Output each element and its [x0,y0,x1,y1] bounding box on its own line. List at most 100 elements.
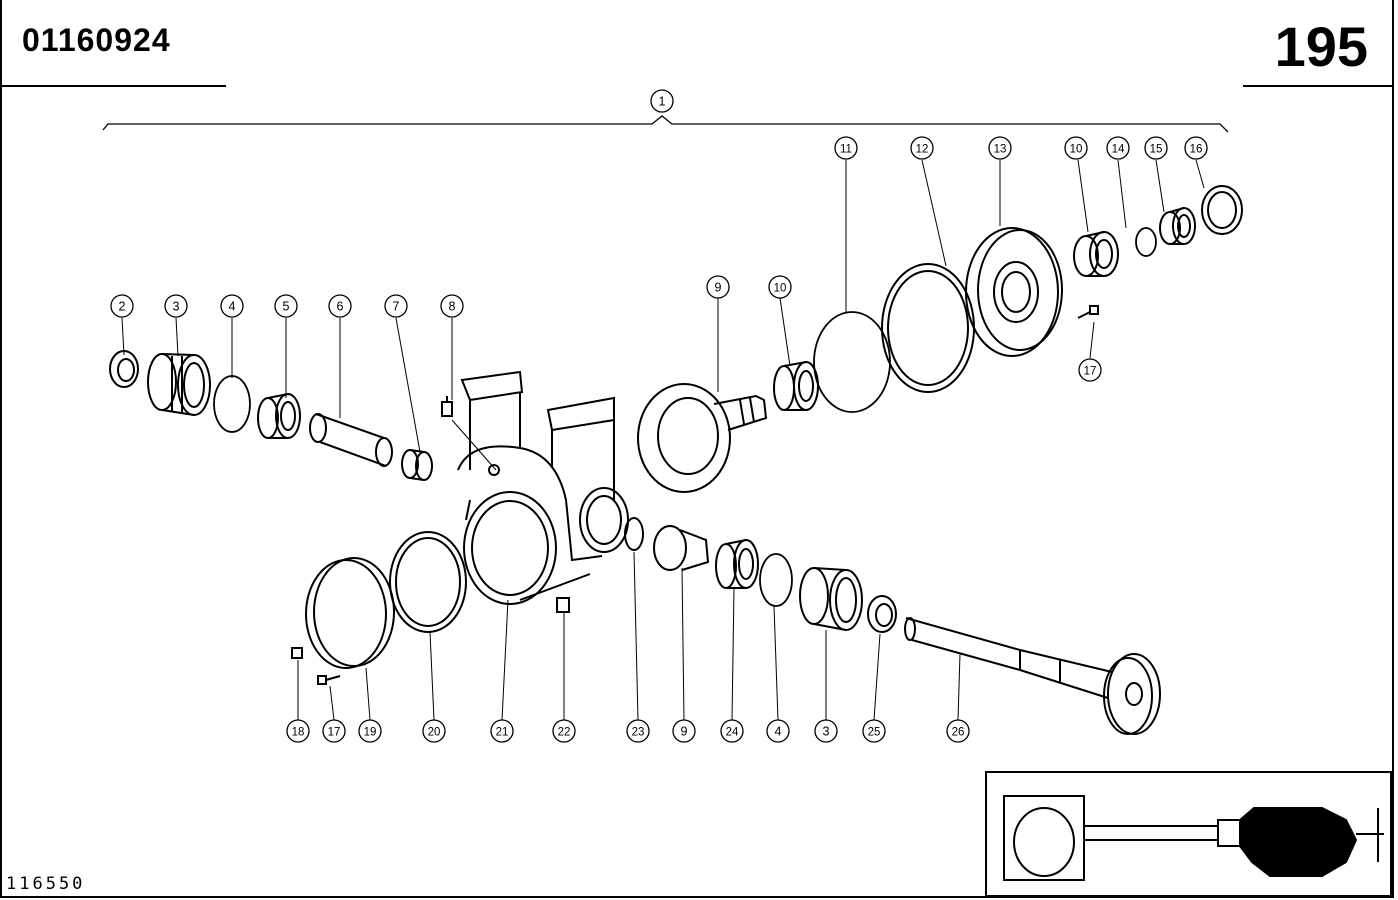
callout-circle [1078,358,1102,382]
callout-label: 3 [173,300,180,314]
assembly-bracket [102,115,1229,133]
callout-22: 22 [552,719,576,743]
callout-circle [1184,136,1208,160]
callout-10: 10 [768,275,792,299]
leader-lines [121,159,1205,721]
callout-label: 7 [393,300,400,314]
callout-label: 6 [337,300,344,314]
callout-11: 11 [834,136,858,160]
callout-label: 17 [328,727,341,739]
callout-23: 23 [626,719,650,743]
output-shaft-part-26 [904,617,1161,735]
callout-circle [650,89,674,113]
callout-9: 9 [706,275,730,299]
o-ring-part-4 [213,375,251,433]
callout-circle [626,719,650,743]
callout-circle [274,294,298,318]
callout-circle [552,719,576,743]
callout-circle [766,719,790,743]
spacer-tube-part-6 [309,413,393,467]
callout-label: 13 [994,144,1007,156]
callout-15: 15 [1144,136,1168,160]
part-number-title: 01160924 [22,22,171,58]
callout-24: 24 [720,719,744,743]
bearing-housing-part-3 [147,353,211,416]
callout-20: 20 [422,719,446,743]
bevel-gear-part-9-upper [637,383,768,493]
seal-part-16 [1201,185,1243,235]
callout-label: 15 [1150,144,1163,156]
callout-label: 21 [496,727,509,739]
bearing-part-10-right [1073,231,1119,277]
callout-circle [358,719,382,743]
callout-label: 9 [715,281,722,295]
bolt-part-17-left [317,675,341,685]
callout-circle [672,719,696,743]
bushing-part-7 [401,449,433,481]
inset-locator-diagram [985,771,1392,897]
callout-label: 2 [119,300,126,314]
callout-label: 19 [364,727,377,739]
callout-circle [910,136,934,160]
callout-circle [422,719,446,743]
callout-3: 3 [814,719,838,743]
flange-housing-part-13 [965,227,1063,357]
bearing-part-15 [1159,207,1196,245]
seal-ring-part-25 [867,595,897,633]
callout-label: 10 [1070,144,1083,156]
callout-12: 12 [910,136,934,160]
callout-label: 12 [916,144,929,156]
page-number: 195 [1274,15,1368,78]
o-ring-part-4-lower [759,553,793,607]
pinion-gear-part-9-lower [653,525,710,571]
callout-9: 9 [672,719,696,743]
callout-1: 1 [650,89,674,113]
callout-circle [946,719,970,743]
callout-label: 9 [681,725,688,739]
nut-part-18 [291,647,303,659]
callout-4: 4 [220,294,244,318]
callout-18: 18 [286,719,310,743]
bearing-part-24 [715,539,759,589]
callout-circle [440,294,464,318]
callout-label: 24 [726,727,739,739]
callout-circle [1106,136,1130,160]
callout-circle [286,719,310,743]
bearing-part-10-upper [773,361,819,411]
drawing-reference-number: 116550 [6,874,86,894]
callout-label: 10 [774,283,787,295]
callout-circle [220,294,244,318]
callout-label: 3 [823,725,830,739]
callout-10: 10 [1064,136,1088,160]
callout-circle [706,275,730,299]
callout-circle [490,719,514,743]
callout-label: 23 [632,727,645,739]
callout-label: 25 [868,727,881,739]
roller-bearing-part-5 [257,393,301,439]
callout-label: 22 [558,727,571,739]
callout-circle [384,294,408,318]
callout-label: 18 [292,727,305,739]
seal-ring-part-2 [109,350,139,388]
callout-label: 17 [1084,366,1097,378]
callout-8: 8 [440,294,464,318]
callout-label: 4 [775,725,782,739]
callout-label: 4 [229,300,236,314]
callout-circle [328,294,352,318]
callout-6: 6 [328,294,352,318]
cover-plate-part-19 [305,557,395,669]
callout-circle [164,294,188,318]
callout-label: 14 [1112,144,1125,156]
callout-4: 4 [766,719,790,743]
callout-7: 7 [384,294,408,318]
drain-plug-part-22 [556,597,570,613]
callout-17: 17 [322,719,346,743]
callout-circle [720,719,744,743]
callout-14: 14 [1106,136,1130,160]
callout-circle [1144,136,1168,160]
bearing-housing-part-3-lower [799,567,863,631]
callout-label: 20 [428,727,441,739]
